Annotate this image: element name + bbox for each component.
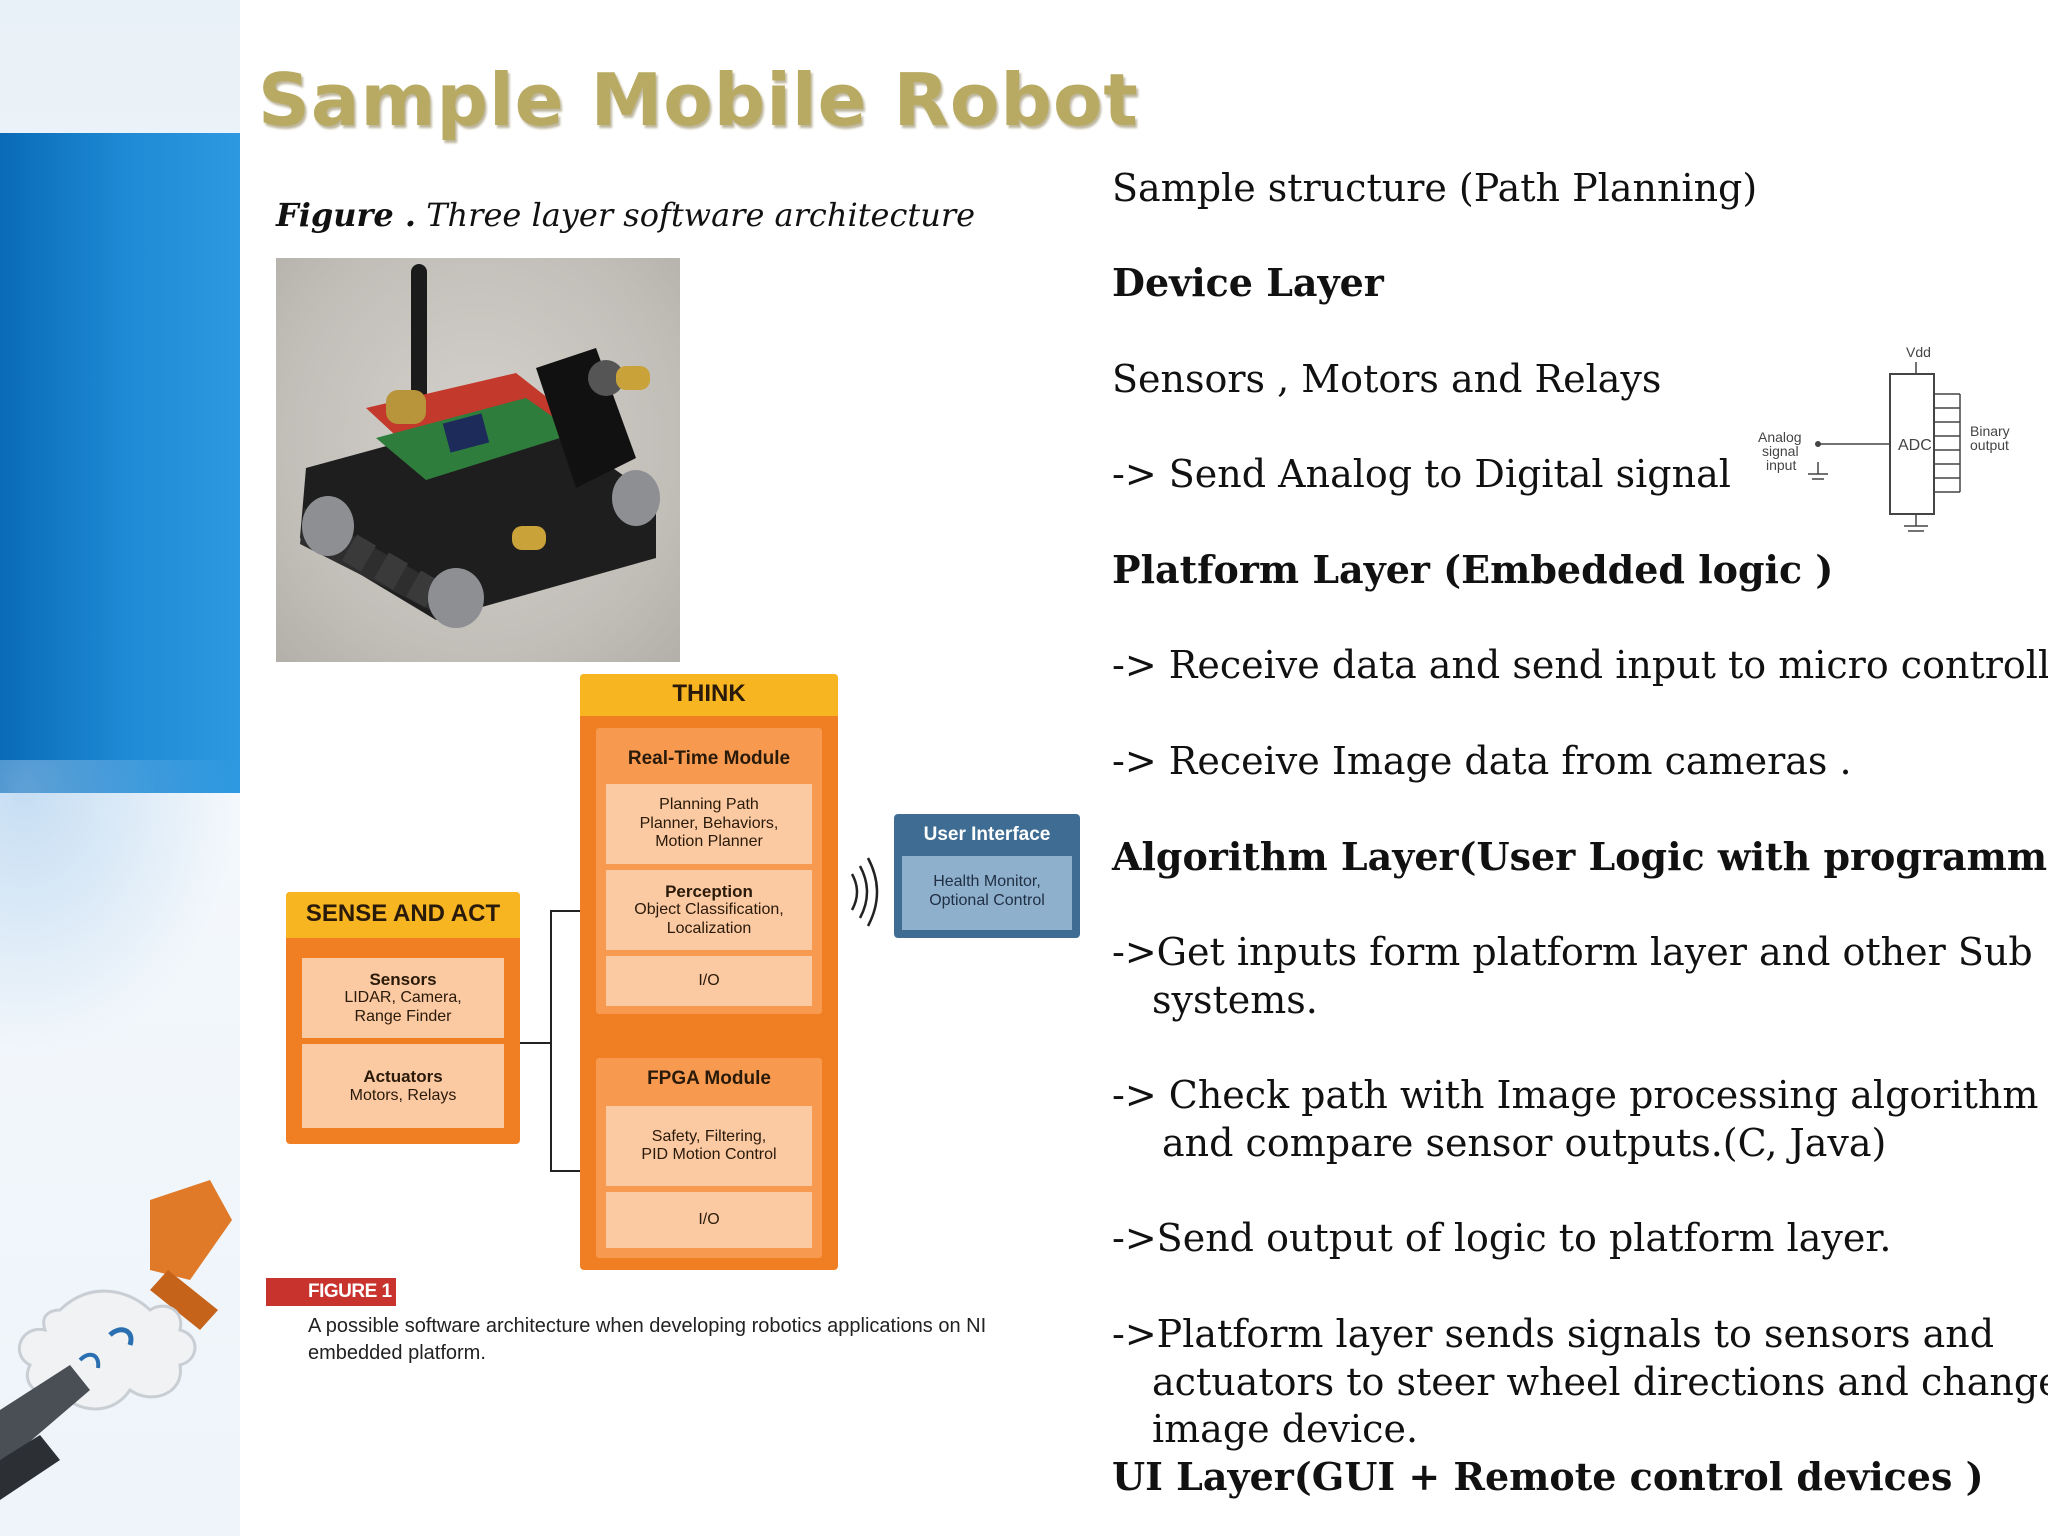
sense-and-act-header	[286, 892, 520, 938]
figure-caption-text: Three layer software architecture	[416, 196, 976, 234]
connector-line	[550, 1170, 580, 1172]
platform-layer-heading: Platform Layer (Embedded logic )	[1112, 547, 1834, 592]
fpga-module-label: FPGA Module	[647, 1068, 771, 1089]
blue-accent-bar	[0, 133, 240, 793]
slide-title: Sample Mobile Robot	[258, 58, 1139, 142]
user-interface-label: User Interface	[923, 824, 1051, 845]
wireless-signal-icon	[850, 857, 879, 927]
figure-caption-bold: Figure .	[276, 196, 417, 234]
algorithm-layer-heading: Algorithm Layer(User Logic with programm…	[1112, 834, 2048, 879]
content-line: systems.	[1152, 978, 1318, 1022]
tracked-robot-image	[300, 264, 660, 628]
adc-block	[1889, 373, 1935, 515]
content-line: -> Receive Image data from cameras .	[1112, 739, 1852, 783]
connector-line	[550, 910, 580, 912]
content-line: ->Get inputs form platform layer and oth…	[1112, 930, 2033, 974]
content-line: -> Receive data and send input to micro …	[1112, 643, 2048, 687]
content-line: -> Send Analog to Digital signal	[1112, 452, 1731, 496]
actuators-title: Actuators	[363, 1067, 443, 1087]
user-interface-inner	[902, 856, 1072, 930]
io-cell-fpga: I/O	[606, 1192, 812, 1248]
content-line: Sensors , Motors and Relays	[1112, 357, 1662, 401]
user-interface-text: Health Monitor, Optional Control	[929, 873, 1045, 910]
content-line: actuators to steer wheel directions and …	[1152, 1360, 2048, 1404]
io-label: I/O	[698, 1210, 720, 1228]
fpga-cell: Safety, Filtering, PID Motion Control	[606, 1106, 812, 1186]
content-line: Sample structure (Path Planning)	[1112, 166, 1758, 210]
ui-layer-heading: UI Layer(GUI + Remote control devices )	[1112, 1454, 1984, 1499]
adc-label: ADC	[1898, 437, 1932, 454]
planning-text: Planning Path Planner, Behaviors, Motion…	[639, 796, 779, 851]
figure-caption: Figure . Three layer software architectu…	[276, 196, 975, 234]
content-line: ->Platform layer sends signals to sensor…	[1112, 1312, 1995, 1356]
planning-cell: Planning Path Planner, Behaviors, Motion…	[606, 784, 812, 864]
sensors-title: Sensors	[369, 969, 437, 989]
io-cell-realtime: I/O	[606, 956, 812, 1006]
adc-vdd-label: Vdd	[1906, 344, 1931, 360]
fpga-text: Safety, Filtering, PID Motion Control	[641, 1127, 777, 1163]
io-label: I/O	[698, 971, 720, 989]
think-header	[580, 674, 838, 716]
robot-photo	[276, 258, 680, 662]
content-line: and compare sensor outputs.(C, Java)	[1162, 1121, 1887, 1165]
sense-and-act-label: SENSE AND ACT	[305, 900, 501, 927]
connector-line	[550, 910, 552, 1172]
realtime-module-label: Real-Time Module	[627, 748, 791, 769]
puzzle-robot-arm-illustration	[0, 1180, 232, 1500]
figure-1-caption: A possible software architecture when de…	[308, 1315, 987, 1364]
perception-text: Object Classification, Localization	[634, 901, 784, 937]
perception-title: Perception	[665, 881, 753, 901]
background-swoosh	[0, 760, 240, 1060]
actuators-text: Motors, Relays	[349, 1086, 457, 1104]
device-layer-heading: Device Layer	[1112, 260, 1384, 305]
content-line: -> Check path with Image processing algo…	[1112, 1073, 2039, 1117]
connector-line	[520, 1042, 552, 1044]
sensors-text: LIDAR, Camera, Range Finder	[344, 989, 462, 1025]
think-label: THINK	[672, 680, 746, 707]
content-line: image device.	[1152, 1407, 1419, 1451]
figure-1-tag: FIGURE 1	[266, 1278, 396, 1306]
architecture-diagram: THINK Real-Time Module Planning Path Pla…	[260, 672, 1100, 1272]
content-line: ->Send output of logic to platform layer…	[1112, 1216, 1892, 1260]
